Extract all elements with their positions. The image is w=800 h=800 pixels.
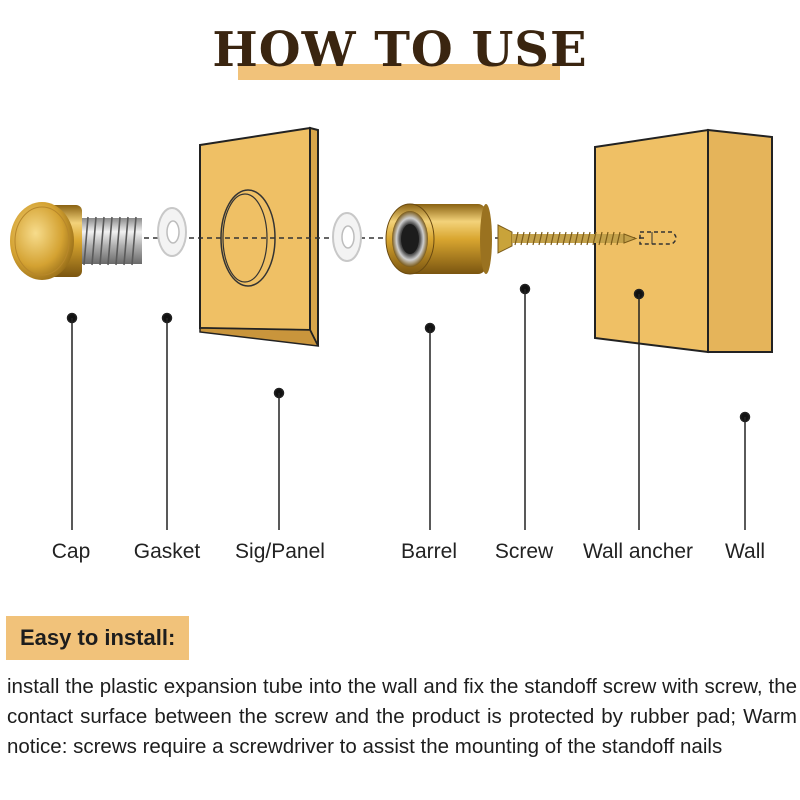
- gasket-2: [332, 212, 362, 262]
- cap-part: [10, 202, 142, 280]
- leader-wall: [739, 411, 751, 530]
- leader-panel: [273, 387, 285, 530]
- label-anchor: Wall ancher: [582, 540, 694, 563]
- leader-gasket: [161, 312, 173, 530]
- label-panel: Sig/Panel: [235, 540, 325, 563]
- leader-barrel: [424, 322, 436, 530]
- label-cap: Cap: [51, 540, 91, 563]
- install-description: install the plastic expansion tube into …: [7, 675, 797, 758]
- install-heading: Easy to install:: [20, 625, 176, 650]
- install-heading-box: Easy to install:: [6, 616, 190, 660]
- leader-cap: [66, 312, 78, 530]
- label-barrel: Barrel: [400, 540, 458, 563]
- leader-anchor: [633, 288, 645, 530]
- gasket-1: [157, 207, 187, 257]
- label-gasket: Gasket: [133, 540, 201, 563]
- leader-screw: [519, 283, 531, 530]
- title-underline: [238, 64, 560, 80]
- wall-block: [594, 128, 773, 354]
- sign-panel: [199, 126, 320, 347]
- title-wrap: HOW TO USE: [0, 22, 800, 78]
- exploded-diagram: [10, 126, 773, 530]
- label-wall: Wall: [724, 540, 766, 563]
- barrel-part: [385, 203, 492, 275]
- label-screw: Screw: [494, 540, 554, 563]
- screw-part: [497, 224, 638, 254]
- wall-anchor-outline: [639, 231, 677, 245]
- page-title: HOW TO USE: [212, 22, 588, 78]
